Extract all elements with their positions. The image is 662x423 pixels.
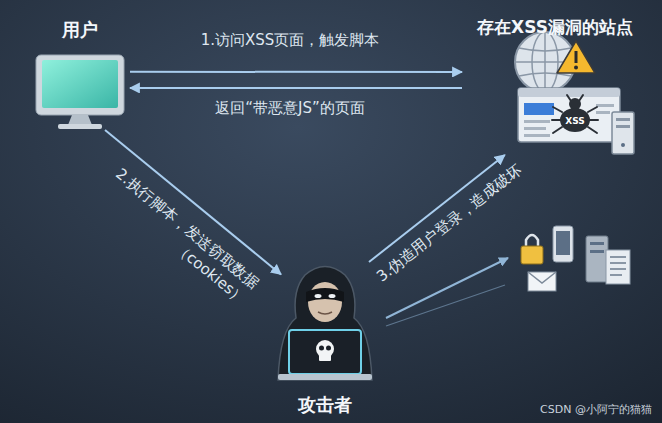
node-title: 用户	[62, 18, 98, 42]
bug-label: XSS	[565, 116, 585, 126]
monitor-icon	[36, 55, 124, 129]
arrow-connector	[130, 71, 462, 73]
arrow-connector	[130, 87, 462, 89]
node-title: 存在XSS漏洞的站点	[477, 15, 633, 39]
site-node: 存在XSS漏洞的站点	[462, 15, 648, 155]
hacker-figure	[278, 267, 372, 381]
watermark: CSDN @小阿宁的猫猫	[540, 402, 652, 417]
edge-label: 返回“带恶意JS”的页面	[215, 98, 365, 118]
website-icon	[515, 32, 634, 154]
attacker-node: 攻击者	[270, 262, 380, 417]
edge-label: 2.执行脚本，发送窃取数据 （cookies）	[79, 148, 263, 309]
arrow-connector	[369, 155, 505, 262]
user-node: 用户	[30, 18, 130, 130]
node-title: 攻击者	[298, 393, 352, 417]
edge-label: 1.访问XSS页面，触发脚本	[201, 30, 380, 50]
edge-label: 3.伪造用户登录，造成破坏	[372, 160, 525, 287]
